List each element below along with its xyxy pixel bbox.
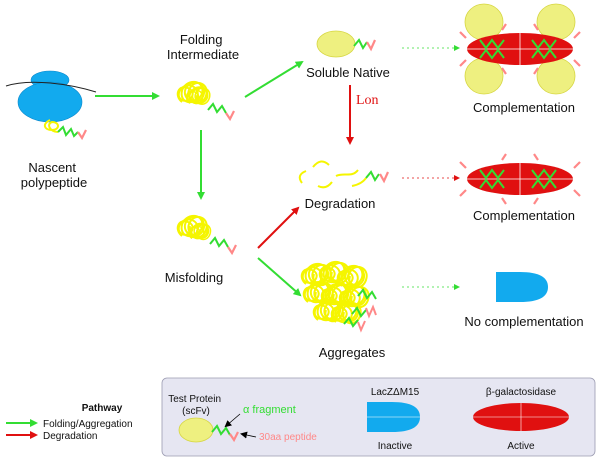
lacz-label: LacZΔM15	[371, 387, 420, 398]
lacz-state-label: Inactive	[378, 441, 413, 452]
test-protein-label: Test Protein (scFv)	[168, 394, 224, 417]
ribosome-illustration	[5, 70, 97, 141]
complementation-label-1: Complementation	[473, 100, 575, 115]
key-panel: Test Protein (scFv) α fragment 30aa pept…	[161, 377, 596, 457]
pathway-legend: Pathway Folding/Aggregation Degradation	[6, 403, 133, 442]
peptide-pointer	[240, 431, 257, 439]
complementation-label-2: Complementation	[473, 208, 575, 223]
nascent-label: Nascent polypeptide	[21, 160, 88, 190]
arrow-misfolding-to-aggregates	[257, 257, 302, 297]
arrow-intermediate-to-native	[244, 60, 304, 98]
aggregates-cluster	[300, 260, 377, 333]
pathway-legend-title: Pathway	[82, 403, 123, 414]
misfolding-label: Misfolding	[165, 270, 224, 285]
arrow-misfolding-to-degradation	[257, 206, 300, 249]
nascent-chain-yellow	[44, 119, 59, 133]
scfv-ellipse-icon	[178, 417, 214, 443]
legend-folding-label: Folding/Aggregation	[43, 419, 133, 430]
degradation-label: Degradation	[305, 196, 376, 211]
alpha-pointer	[224, 413, 241, 428]
alpha-fragment-label: α fragment	[243, 404, 296, 416]
aggregates-label: Aggregates	[319, 345, 386, 360]
lon-label: Lon	[356, 93, 379, 108]
peptide-label: 30aa peptide	[259, 432, 317, 443]
folding-intermediate-label: Folding Intermediate	[167, 32, 239, 62]
degraded-fragments	[298, 160, 390, 189]
lacz-half-ellipse-inactive	[496, 272, 548, 302]
soluble-native-label: Soluble Native	[306, 65, 390, 80]
pathway-arrows	[95, 45, 460, 297]
beta-gal-label: β-galactosidase	[486, 387, 557, 398]
misfolded-coil	[176, 214, 237, 256]
soluble-native-protein	[316, 30, 377, 58]
beta-gal-state-label: Active	[507, 441, 535, 452]
complementation-tetramer	[459, 3, 581, 95]
legend-degradation-label: Degradation	[43, 431, 97, 442]
folding-intermediate-coil	[176, 80, 235, 122]
no-complementation-label: No complementation	[464, 314, 583, 329]
complementation-tetramer-no-scfv	[459, 153, 581, 205]
